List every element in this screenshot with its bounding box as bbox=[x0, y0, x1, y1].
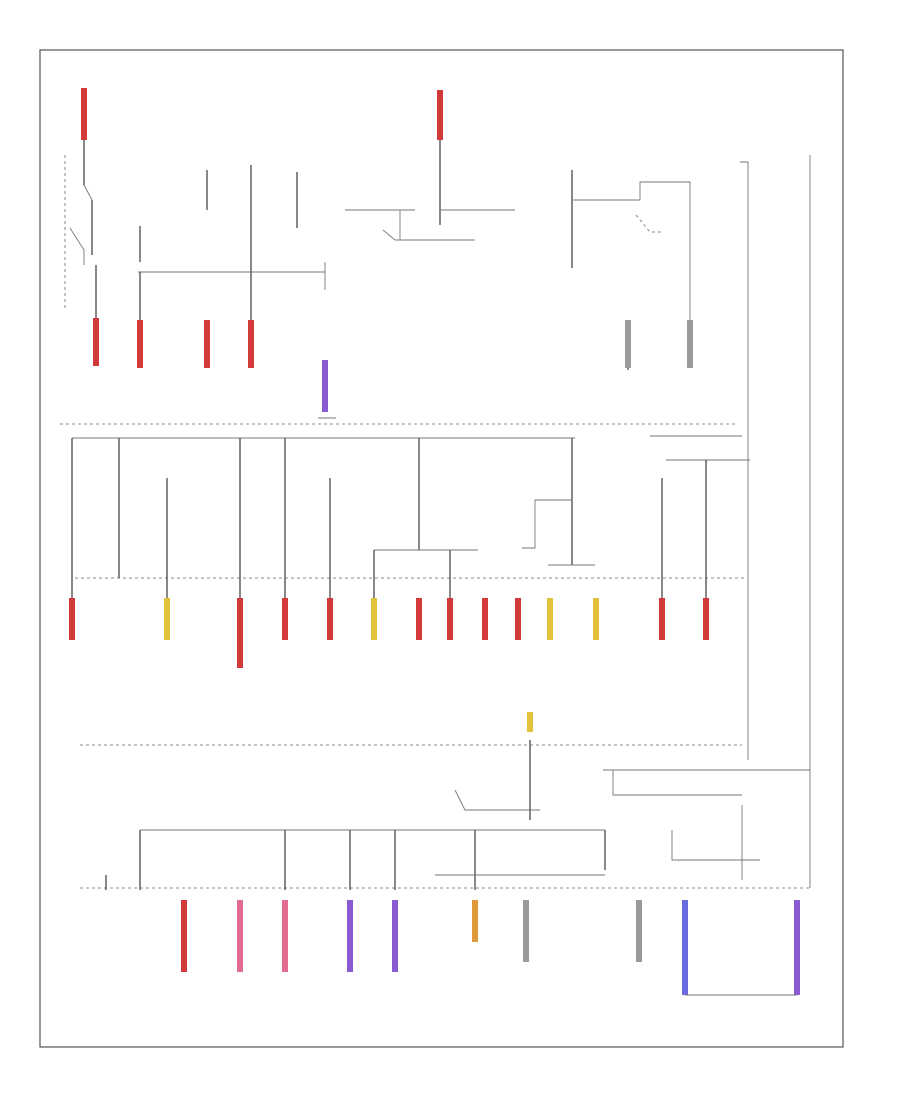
wire-stub-4 bbox=[282, 598, 288, 640]
top-right-section bbox=[571, 170, 693, 370]
lower-drops bbox=[105, 830, 606, 890]
top-center-feed bbox=[345, 90, 515, 241]
lower-stub-4 bbox=[347, 900, 353, 972]
wire-stub-2 bbox=[164, 598, 170, 640]
top-left-branches bbox=[137, 165, 298, 368]
wire-red-top-left bbox=[81, 88, 87, 140]
lower-stub-2 bbox=[237, 900, 243, 972]
wire-stub-1 bbox=[69, 598, 75, 640]
lower-stub-6 bbox=[472, 900, 478, 942]
wire-stub-7 bbox=[416, 598, 422, 640]
wire-stub-13 bbox=[659, 598, 665, 640]
wire-yellow-center bbox=[527, 712, 533, 732]
lower-stub-3 bbox=[282, 900, 288, 972]
wire-stub-14 bbox=[703, 598, 709, 640]
wire-stub-3 bbox=[237, 598, 243, 668]
lower-stub-1 bbox=[181, 900, 187, 972]
lower-stub-9 bbox=[682, 900, 688, 995]
middle-drops bbox=[71, 438, 707, 598]
top-left-feed bbox=[64, 88, 99, 366]
lower-stub-8 bbox=[636, 900, 642, 962]
lower-stub-5 bbox=[392, 900, 398, 972]
diagram-border bbox=[39, 49, 844, 1048]
wire-stub-8 bbox=[447, 598, 453, 640]
middle-wire-stubs bbox=[69, 598, 709, 668]
wire-stub-6 bbox=[371, 598, 377, 640]
violet-feed bbox=[318, 360, 336, 419]
wire-stub-9 bbox=[482, 598, 488, 640]
wire-stub-10 bbox=[515, 598, 521, 640]
right-trunk-line bbox=[740, 161, 749, 760]
wire-stub-5 bbox=[327, 598, 333, 640]
wire-stub-11 bbox=[547, 598, 553, 640]
lower-stub-10 bbox=[794, 900, 800, 995]
wire-stub-12 bbox=[593, 598, 599, 640]
lower-wire-stubs bbox=[181, 900, 800, 995]
lower-stub-7 bbox=[523, 900, 529, 962]
